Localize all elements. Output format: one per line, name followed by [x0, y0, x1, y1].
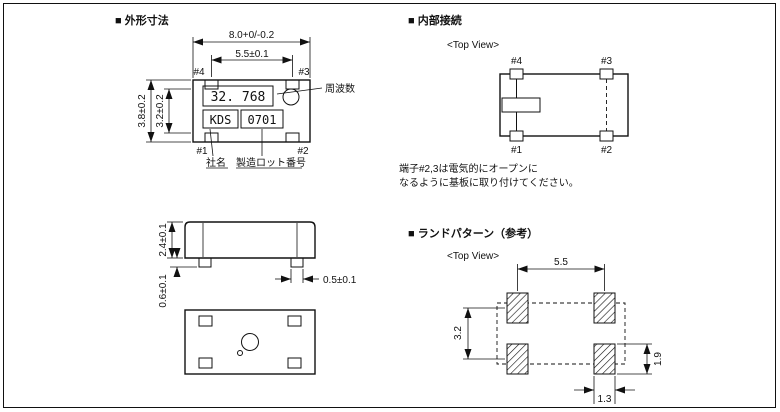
callout-maker: 社名 — [206, 156, 226, 169]
pin-label-3: #3 — [298, 67, 310, 78]
marking-maker-box — [202, 109, 239, 129]
pin-label-1: #1 — [511, 145, 523, 156]
lead-bottom-right — [285, 132, 300, 143]
side-view: 2.4±0.1 0.6±0.1 0.5±0.1 — [158, 221, 357, 308]
foot-left — [198, 257, 212, 268]
dim-lead-width: 0.5±0.1 — [323, 275, 357, 286]
section-title-land: ■ ランドパターン（参考） — [408, 226, 538, 240]
land-pad-top-right — [593, 292, 616, 324]
pad-bottom-left — [198, 357, 213, 369]
bottom-view — [184, 309, 316, 375]
dim-lead-height: 0.6±0.1 — [158, 274, 169, 308]
page-border — [3, 3, 776, 408]
dim-lead-span: 5.5±0.1 — [235, 49, 269, 60]
center-hole — [241, 333, 259, 351]
lead-top-right — [285, 79, 300, 90]
land-pad-top-left — [506, 292, 529, 324]
dim-height-body: 3.2±0.2 — [155, 94, 166, 128]
dim-pad-width: 1.3 — [598, 394, 612, 405]
crystal-element — [501, 97, 541, 113]
dim-height-overall: 3.8±0.2 — [137, 94, 148, 128]
package-body-bottom — [184, 309, 316, 375]
marking-lot-box — [240, 109, 284, 129]
marking-circle — [282, 88, 300, 106]
pad-top-left — [198, 315, 213, 327]
dim-pad-height: 1.9 — [653, 352, 664, 366]
package-outline-internal — [499, 73, 629, 137]
top-view-label: <Top View> — [447, 251, 499, 262]
pin-label-2: #2 — [297, 146, 309, 157]
terminal-4 — [509, 68, 524, 80]
callout-frequency: 周波数 — [325, 82, 355, 95]
front-view: 8.0+0/-0.2 5.5±0.1 #4 #3 3.8±0.2 3.2±0.2… — [137, 30, 355, 169]
callout-lot: 製造ロット番号 — [236, 156, 306, 169]
pin-label-3: #3 — [601, 56, 613, 67]
marking-frequency: 32. 768 — [211, 90, 266, 105]
dim-pad-pitch-x: 5.5 — [554, 257, 568, 268]
pin-label-4: #4 — [193, 67, 205, 78]
mounting-note-line2: なるように基板に取り付けてください。 — [399, 176, 579, 189]
internal-connection-view: <Top View> #4 #3 #1 #2 端子#2,3は電気的にオープンに … — [399, 40, 629, 189]
pin-label-1: #1 — [196, 146, 208, 157]
pin-label-2: #2 — [601, 145, 613, 156]
package-body-side — [184, 221, 316, 259]
terminal-2 — [599, 130, 614, 142]
leader-line-maker — [209, 128, 214, 157]
section-title-outline: ■ 外形寸法 — [115, 13, 169, 27]
terminal-1 — [509, 130, 524, 142]
small-hole — [237, 350, 243, 356]
dim-body-width: 8.0+0/-0.2 — [229, 30, 275, 41]
pin-label-4: #4 — [511, 56, 523, 67]
lead-top-left — [204, 79, 219, 90]
marking-frequency-box — [202, 85, 274, 107]
land-pad-bottom-right — [593, 343, 616, 375]
land-pad-bottom-left — [506, 343, 529, 375]
dim-pad-pitch-y: 3.2 — [453, 326, 464, 340]
marking-lot: 0701 — [248, 113, 277, 127]
package-outline-dashed — [496, 302, 626, 365]
marking-maker: KDS — [210, 113, 232, 127]
leader-line-frequency — [276, 87, 323, 95]
land-pattern-view: <Top View> 5.5 3.2 1.9 1.3 — [447, 251, 664, 405]
pad-top-right — [287, 315, 302, 327]
section-title-internal: ■ 内部接続 — [408, 13, 462, 27]
dim-thickness: 2.4±0.1 — [158, 223, 169, 257]
pad-bottom-right — [287, 357, 302, 369]
foot-right — [290, 257, 304, 268]
top-view-label: <Top View> — [447, 40, 499, 51]
mounting-note-line1: 端子#2,3は電気的にオープンに — [399, 162, 538, 175]
package-body-front — [192, 79, 311, 143]
terminal-3 — [599, 68, 614, 80]
